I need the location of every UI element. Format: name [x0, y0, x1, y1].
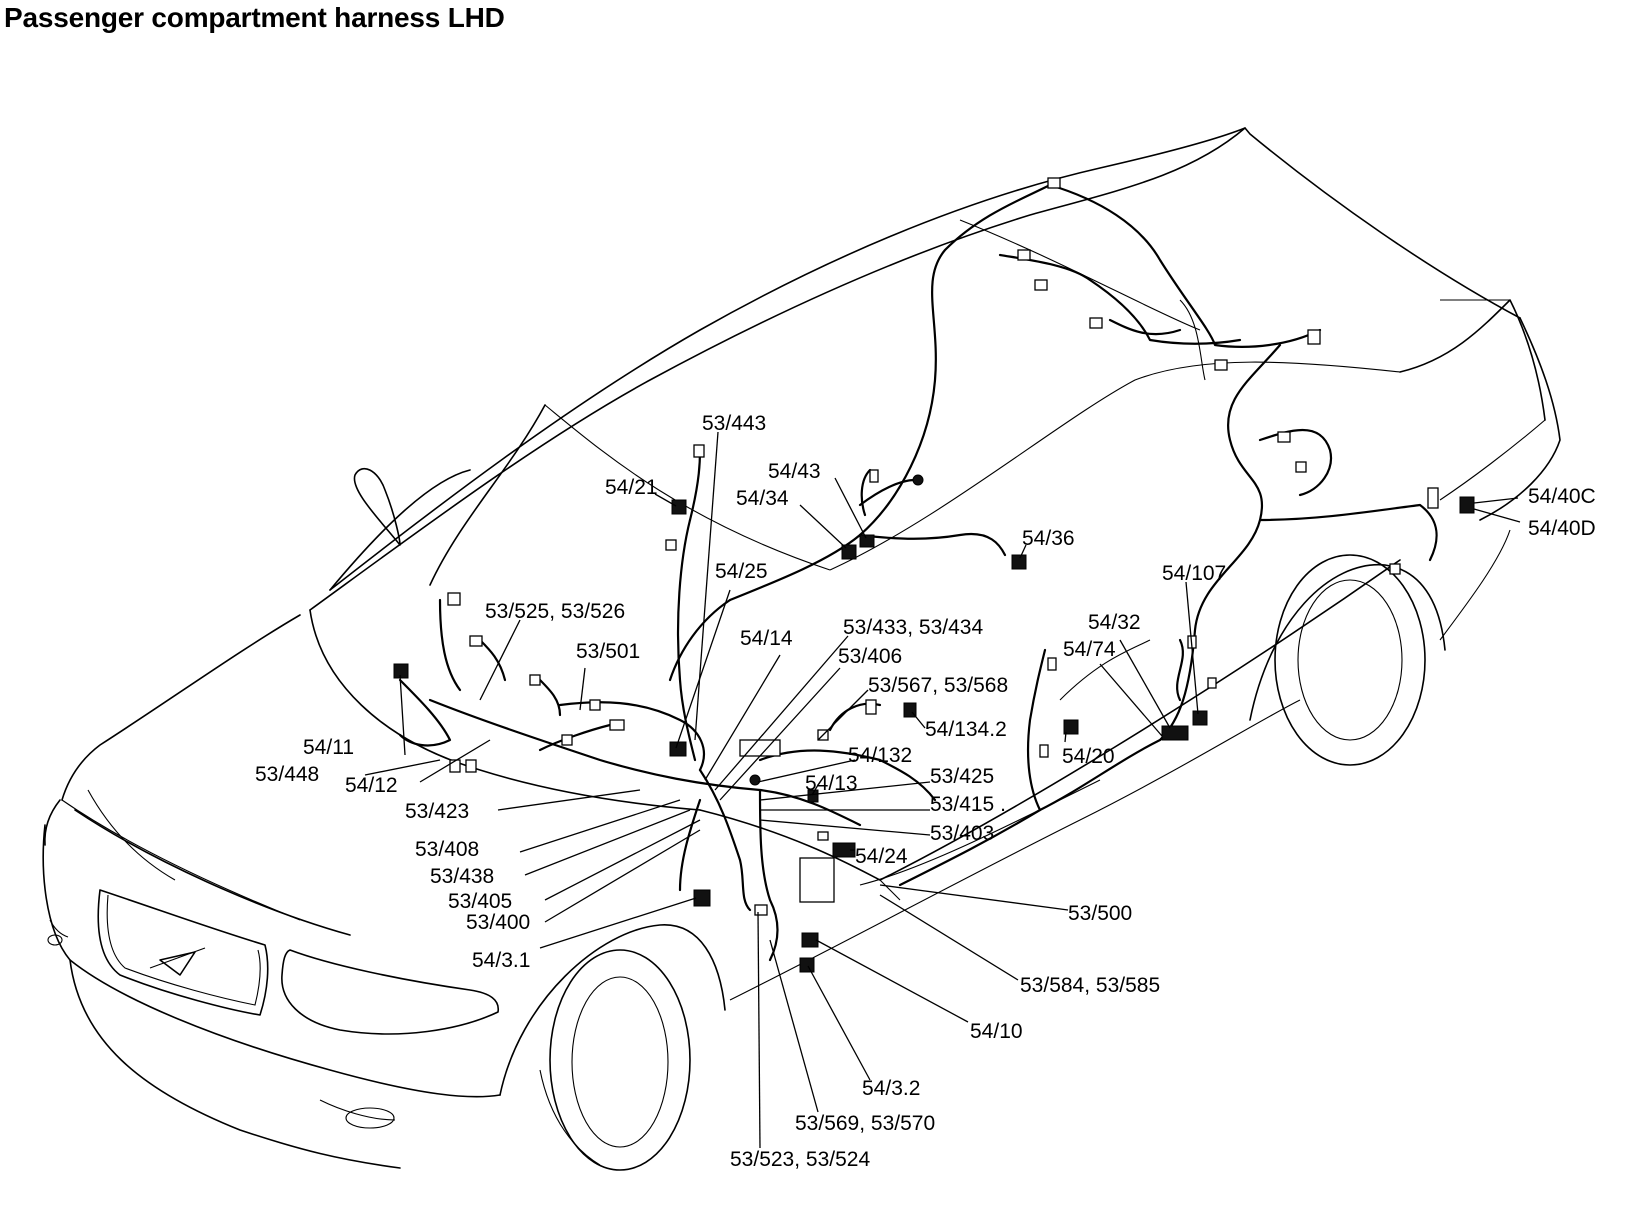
- label-54-13: 54/13: [805, 772, 858, 795]
- label-53-501: 53/501: [576, 640, 640, 663]
- connector-54-10: [801, 932, 819, 948]
- label-54-12: 54/12: [345, 774, 398, 797]
- label-54-10: 54/10: [970, 1020, 1023, 1043]
- connector-54-43: [859, 534, 875, 548]
- label-54-132: 54/132: [848, 744, 912, 767]
- label-54-25: 54/25: [715, 560, 768, 583]
- page-title: Passenger compartment harness LHD: [4, 2, 505, 33]
- connector-54-40: [1459, 496, 1475, 514]
- connector-54-21: [671, 499, 687, 515]
- label-54-3-2: 54/3.2: [862, 1077, 920, 1100]
- leader-lines: [364, 431, 1521, 1149]
- connector-54-11: [393, 663, 409, 679]
- label-54-34: 54/34: [736, 487, 789, 510]
- label-54-21: 54/21: [605, 476, 658, 499]
- label-54-40c: 54/40C: [1528, 485, 1596, 508]
- label-54-36: 54/36: [1022, 527, 1075, 550]
- label-53-403: 53/403: [930, 822, 994, 845]
- connector-54-3-1: [693, 889, 711, 907]
- label-54-107: 54/107: [1162, 562, 1226, 585]
- label-54-14: 54/14: [740, 627, 793, 650]
- label-53-423: 53/423: [405, 800, 469, 823]
- label-53-415: 53/415 .: [930, 793, 1006, 816]
- wiring-harness: [398, 183, 1438, 962]
- label-54-3-1: 54/3.1: [472, 949, 530, 972]
- label-53-433-53-434: 53/433, 53/434: [843, 616, 983, 639]
- label-53-523-53-524: 53/523, 53/524: [730, 1148, 870, 1171]
- label-54-43: 54/43: [768, 460, 821, 483]
- connector-54-107: [1192, 710, 1208, 726]
- label-53-500: 53/500: [1068, 902, 1132, 925]
- label-53-438: 53/438: [430, 865, 494, 888]
- connector-54-132: [749, 774, 761, 786]
- label-53-448: 53/448: [255, 763, 319, 786]
- label-54-20: 54/20: [1062, 745, 1115, 768]
- connector-54-3-2: [799, 957, 815, 973]
- connector-54-34: [841, 544, 857, 560]
- label-53-525-53-526: 53/525, 53/526: [485, 600, 625, 623]
- label-53-406: 53/406: [838, 645, 902, 668]
- label-53-405: 53/405: [448, 890, 512, 913]
- label-54-11: 54/11: [303, 736, 354, 759]
- callout-labels: 53/443 54/21 54/43 54/34 54/36 54/25 53/…: [255, 412, 1596, 1171]
- connector-54-13: [807, 789, 819, 803]
- label-53-567-53-568: 53/567, 53/568: [868, 674, 1008, 697]
- label-53-400: 53/400: [466, 911, 530, 934]
- label-54-74: 54/74: [1063, 638, 1116, 661]
- label-54-40d: 54/40D: [1528, 517, 1596, 540]
- connector-54-32: [1161, 725, 1189, 741]
- label-53-569-53-570: 53/569, 53/570: [795, 1112, 935, 1135]
- label-53-425: 53/425: [930, 765, 994, 788]
- label-53-408: 53/408: [415, 838, 479, 861]
- connector-54-20: [1063, 719, 1079, 735]
- label-54-24: 54/24: [855, 845, 908, 868]
- connector-54-36: [1011, 554, 1027, 570]
- label-53-443: 53/443: [702, 412, 766, 435]
- car-body-outline: [42, 127, 1561, 1171]
- connector-roof-end: [912, 474, 924, 486]
- connectors: [393, 177, 1475, 973]
- label-54-134-2: 54/134.2: [925, 718, 1007, 741]
- label-53-584-53-585: 53/584, 53/585: [1020, 974, 1160, 997]
- label-54-32: 54/32: [1088, 611, 1141, 634]
